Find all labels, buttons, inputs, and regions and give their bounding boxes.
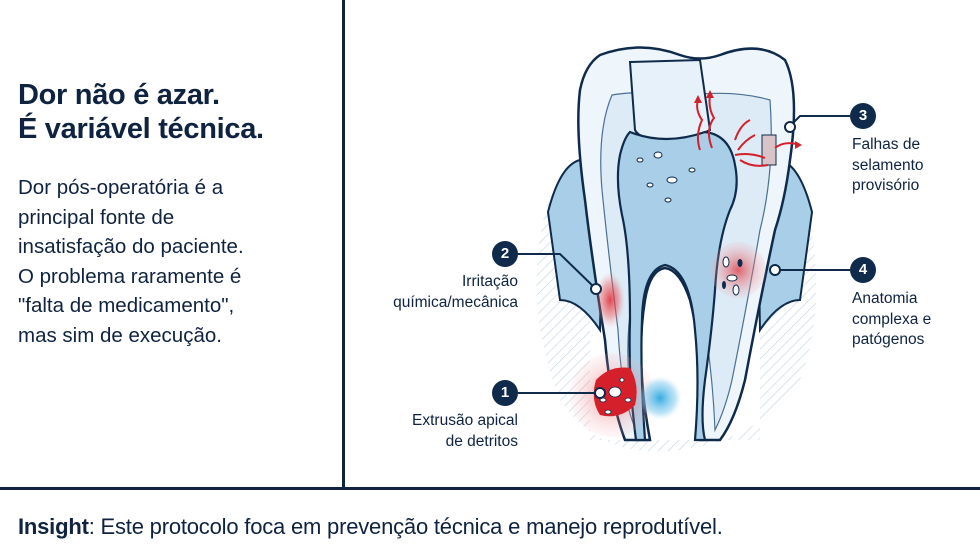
body-line: Dor pós-operatória é a: [18, 176, 224, 199]
callout-1-line: de detritos: [445, 432, 518, 450]
headline-line-2: É variável técnica.: [18, 113, 264, 145]
insight-footer: Insight: Este protocolo foca em prevençã…: [18, 512, 723, 542]
horizontal-divider: [0, 487, 980, 490]
callout-badge-4: 4: [850, 257, 876, 283]
vertical-divider: [342, 0, 345, 488]
callout-4-line: patógenos: [852, 331, 925, 348]
body-paragraph: Dor pós-operatória é a principal fonte d…: [18, 173, 338, 350]
callout-badge-1: 1: [492, 380, 518, 406]
callout-label-1: Extrusão apical de detritos: [412, 411, 518, 452]
callout-3-line: selamento: [852, 156, 924, 174]
body-line: O problema raramente é: [18, 264, 242, 288]
callout-badge-3: 3: [850, 103, 876, 129]
callout-1-line: Extrusão apical: [412, 412, 518, 429]
callout-4-line: complexa e: [852, 310, 932, 328]
tooth-illustration: [518, 46, 850, 452]
tooth-diagram: 1 Extrusão apical de detritos 2 Irritaçã…: [345, 0, 980, 487]
body-line: principal fonte de: [18, 205, 175, 229]
callout-4-line: Anatomia: [852, 290, 918, 307]
body-line: mas sim de execução.: [18, 323, 222, 347]
callout-2-line: Irritação: [462, 273, 518, 290]
body-line: insatisfação do paciente.: [18, 235, 244, 258]
callout-2-line: química/mecânica: [393, 293, 518, 311]
body-line: "falta de medicamento",: [18, 294, 235, 317]
callout-label-3: Falhas de selamento provisório: [852, 135, 924, 197]
callout-badge-2: 2: [492, 241, 518, 267]
callout-3-line: Falhas de: [852, 136, 921, 153]
callout-label-4: Anatomia complexa e patógenos: [852, 289, 931, 351]
callout-3-line: provisório: [852, 177, 920, 194]
callout-label-2: Irritação química/mecânica: [393, 272, 518, 313]
headline-line-1: Dor não é azar.: [18, 79, 220, 111]
insight-label: Insight: [18, 514, 89, 539]
headline: Dor não é azar. É variável técnica.: [18, 78, 264, 146]
insight-text: : Este protocolo foca em prevenção técni…: [88, 514, 723, 539]
